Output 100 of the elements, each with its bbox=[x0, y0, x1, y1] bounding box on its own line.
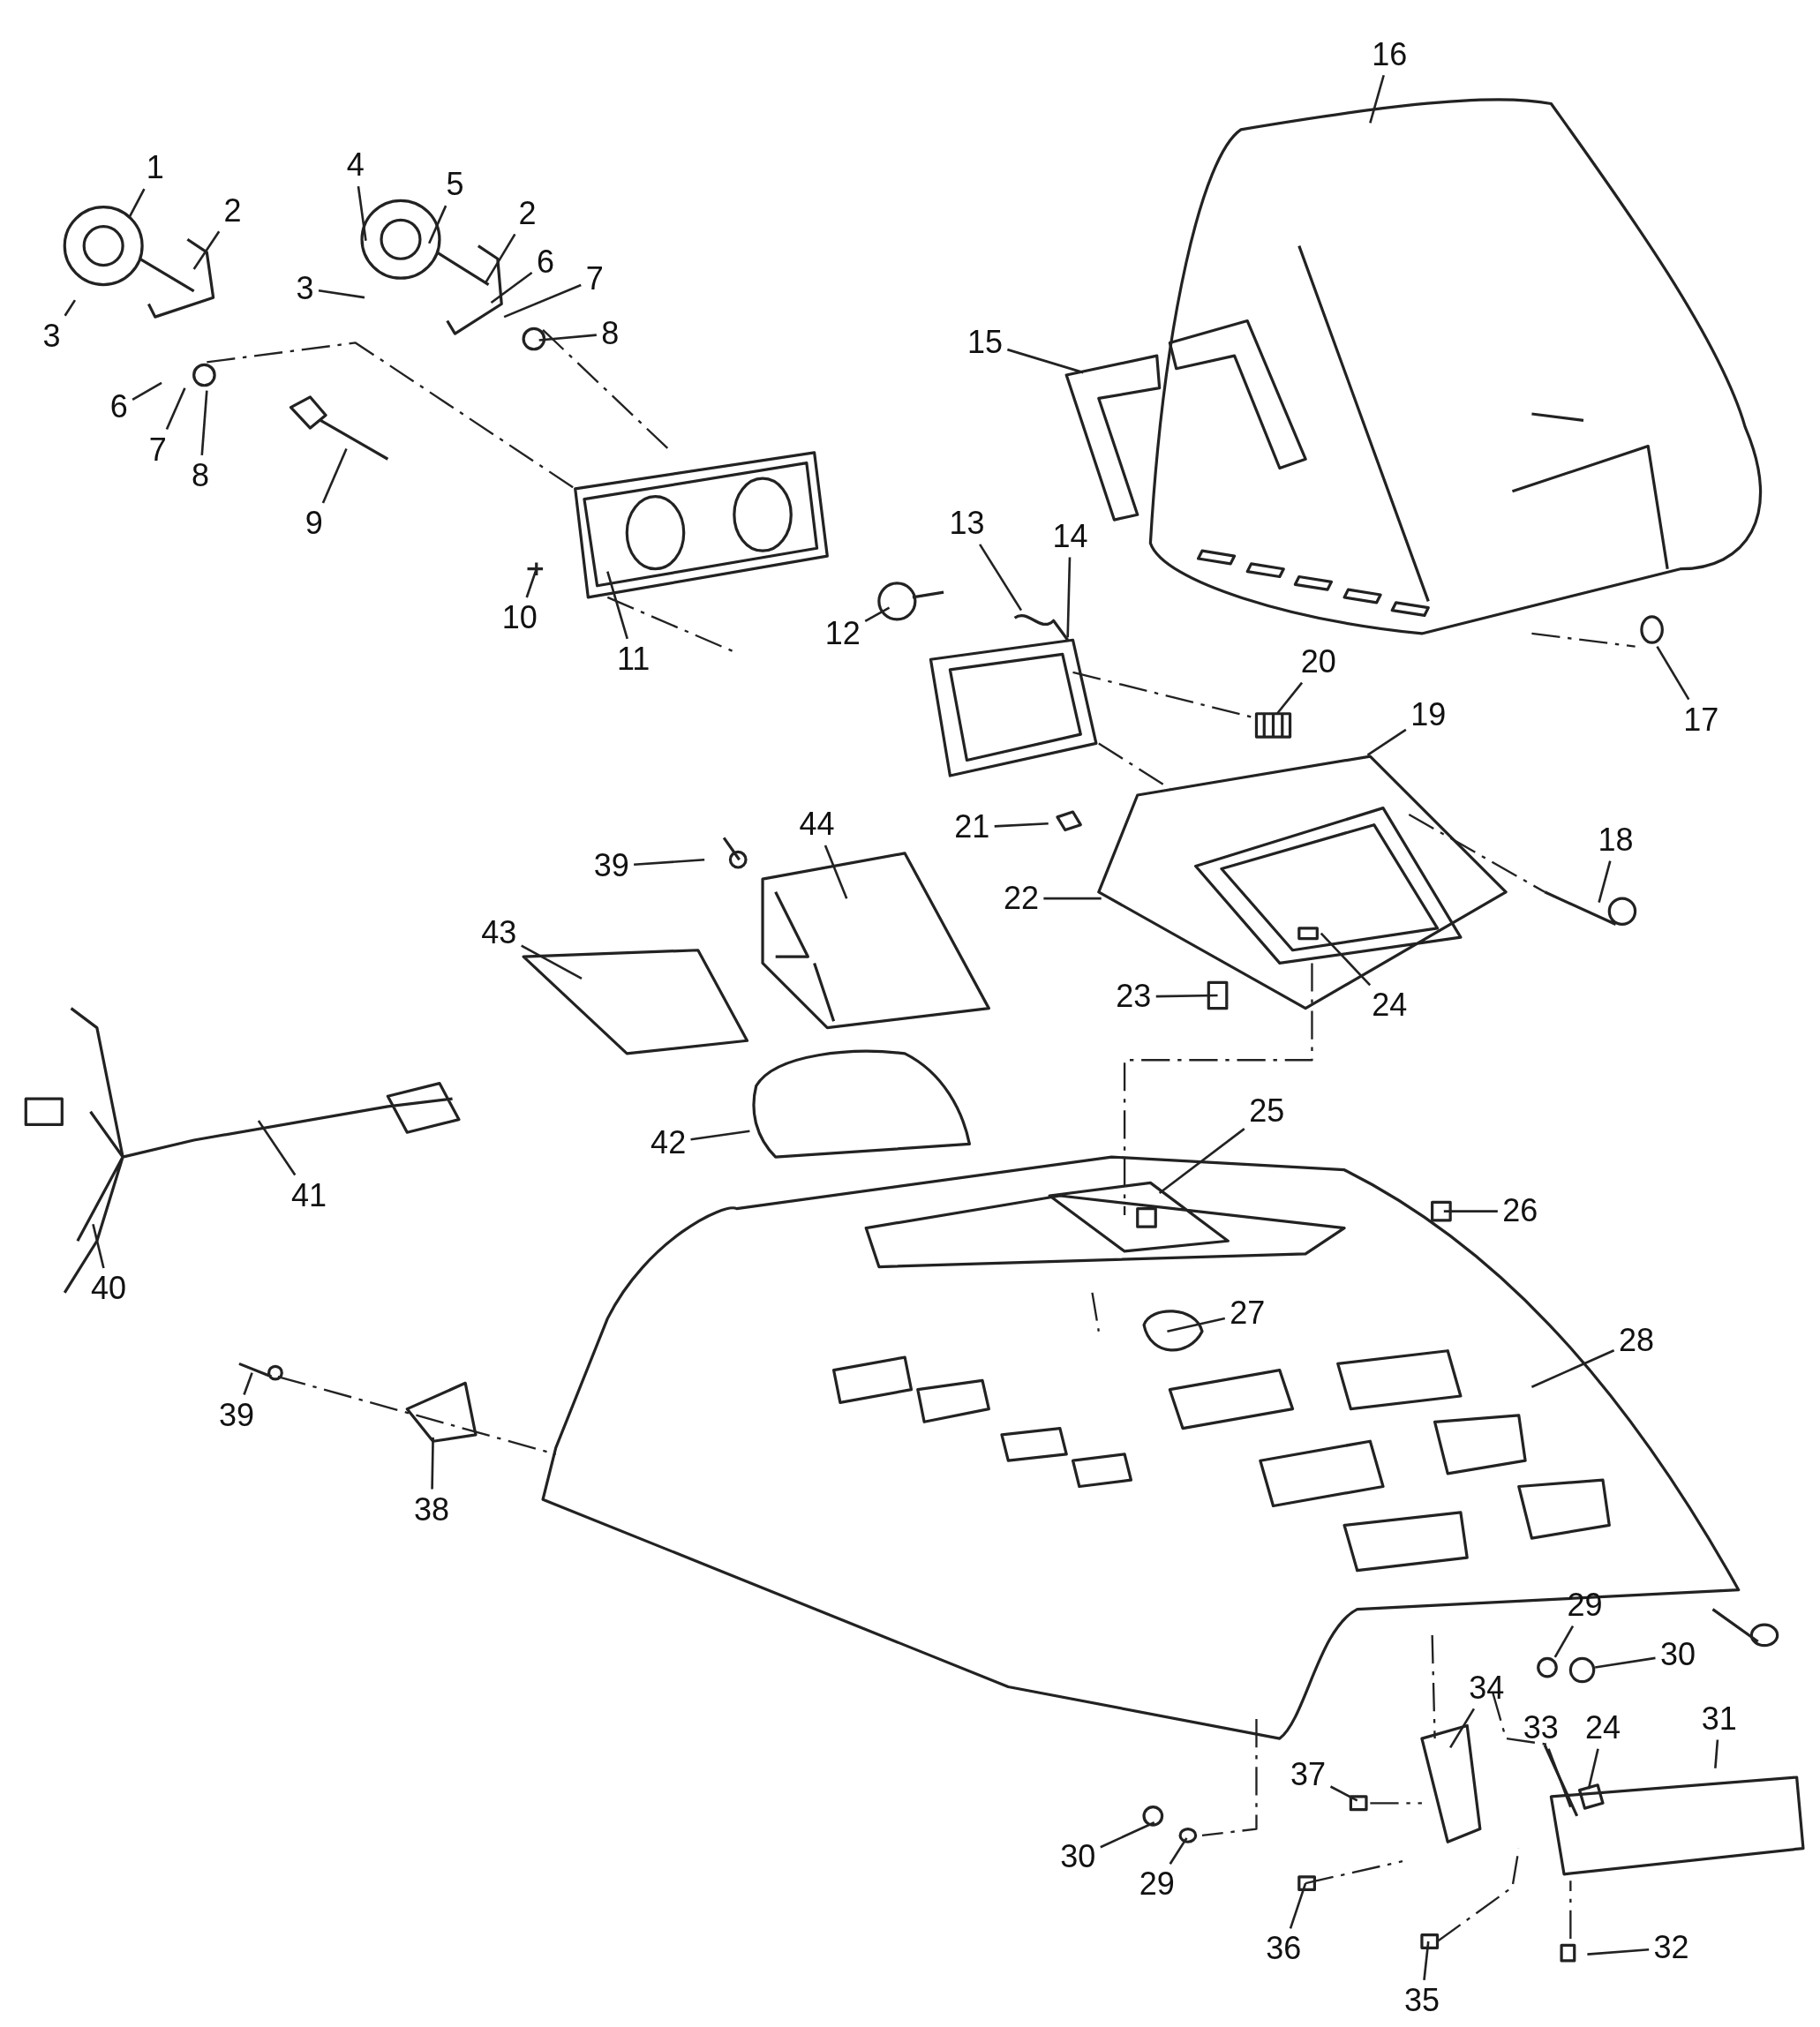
leader-line bbox=[128, 188, 146, 218]
callout-number: 3 bbox=[41, 319, 62, 353]
callout-number: 7 bbox=[584, 262, 605, 297]
callout-number: 42 bbox=[650, 1125, 688, 1160]
callout-number: 43 bbox=[480, 916, 518, 950]
callout-number: 17 bbox=[1682, 702, 1720, 737]
callout-number: 11 bbox=[615, 642, 651, 676]
leader-line bbox=[490, 271, 533, 304]
callout-number: 27 bbox=[1229, 1295, 1267, 1330]
leader-line bbox=[1594, 1656, 1656, 1669]
leader-line bbox=[1530, 1349, 1615, 1388]
callout-number: 40 bbox=[90, 1272, 128, 1306]
callout-number: 37 bbox=[1290, 1757, 1327, 1791]
leader-line bbox=[1598, 860, 1612, 903]
callout-number: 10 bbox=[500, 601, 538, 634]
callout-number: 5 bbox=[445, 168, 465, 202]
leader-line bbox=[634, 858, 705, 867]
leader-line bbox=[1100, 1821, 1155, 1849]
callout-number: 36 bbox=[1265, 1932, 1303, 1966]
callout-number: 38 bbox=[413, 1492, 451, 1527]
callout-number: 6 bbox=[536, 245, 555, 280]
callout-number: 24 bbox=[1371, 988, 1409, 1023]
callout-number: 2 bbox=[222, 193, 243, 228]
leader-line bbox=[979, 544, 1023, 612]
callout-number: 15 bbox=[966, 326, 1004, 360]
leader-line bbox=[1547, 1748, 1572, 1808]
leader-line bbox=[192, 230, 221, 270]
leader-line bbox=[538, 334, 597, 342]
callout-number: 4 bbox=[345, 148, 365, 183]
leader-line bbox=[132, 381, 162, 401]
callout-number: 2 bbox=[517, 196, 538, 230]
callout-number: 33 bbox=[1522, 1711, 1560, 1745]
leader-line bbox=[525, 568, 538, 598]
leader-line bbox=[165, 387, 186, 431]
callout-number: 12 bbox=[824, 616, 861, 650]
leader-line bbox=[92, 1223, 105, 1269]
leader-line bbox=[1275, 681, 1304, 715]
leader-line bbox=[243, 1372, 253, 1395]
leader-line bbox=[1366, 728, 1407, 756]
callout-number: 39 bbox=[218, 1398, 255, 1432]
leader-line bbox=[318, 289, 365, 299]
callout-number: 30 bbox=[1059, 1840, 1097, 1874]
leader-line bbox=[1006, 348, 1084, 374]
leader-line bbox=[1449, 1708, 1476, 1748]
callout-number: 25 bbox=[1248, 1094, 1286, 1129]
leader-line bbox=[1329, 1785, 1358, 1802]
leader-line bbox=[1158, 1128, 1245, 1195]
callout-number: 30 bbox=[1658, 1637, 1696, 1671]
leader-line bbox=[824, 845, 848, 899]
callout-number: 18 bbox=[1597, 822, 1635, 857]
callout-number: 6 bbox=[109, 390, 129, 424]
callout-number: 19 bbox=[1410, 697, 1448, 732]
callout-number: 39 bbox=[592, 849, 630, 883]
leader-line bbox=[1169, 1837, 1188, 1865]
leader-line bbox=[428, 205, 447, 244]
callout-number: 1 bbox=[145, 151, 165, 185]
leader-line bbox=[606, 571, 628, 640]
callout-number: 9 bbox=[304, 507, 324, 541]
callout-number: 23 bbox=[1115, 980, 1153, 1014]
leader-line bbox=[1289, 1882, 1307, 1929]
callout-number: 3 bbox=[295, 271, 315, 305]
callout-number: 32 bbox=[1652, 1931, 1690, 1964]
leader-line bbox=[1423, 1941, 1430, 1981]
callout-number: 8 bbox=[600, 316, 620, 350]
callout-number: 34 bbox=[1468, 1670, 1506, 1705]
leader-line bbox=[690, 1130, 750, 1141]
leader-line bbox=[485, 233, 516, 283]
leader-line bbox=[1155, 994, 1218, 998]
callout-number: 16 bbox=[1371, 37, 1409, 71]
callout-number: 31 bbox=[1700, 1701, 1738, 1736]
leader-line bbox=[1587, 1948, 1650, 1956]
callout-number: 14 bbox=[1051, 519, 1089, 553]
leader-line bbox=[1443, 1210, 1498, 1212]
leader-line bbox=[503, 283, 582, 319]
leader-line bbox=[64, 299, 77, 317]
callout-number: 24 bbox=[1583, 1711, 1621, 1745]
callout-number: 22 bbox=[1002, 881, 1040, 915]
leader-line bbox=[994, 822, 1049, 828]
leader-line bbox=[1066, 557, 1072, 638]
leader-line bbox=[200, 390, 208, 455]
leader-line bbox=[1656, 645, 1690, 701]
leader-line bbox=[1553, 1625, 1575, 1658]
callout-number: 20 bbox=[1299, 644, 1337, 679]
callout-number: 8 bbox=[190, 458, 210, 492]
callout-number: 41 bbox=[290, 1178, 327, 1212]
callout-number: 35 bbox=[1403, 1984, 1440, 2017]
leader-line bbox=[357, 186, 367, 241]
leader-line bbox=[1320, 932, 1372, 987]
callout-number: 21 bbox=[953, 810, 991, 845]
callout-number: 44 bbox=[798, 807, 836, 842]
leader-line bbox=[257, 1120, 297, 1176]
leader-line bbox=[1714, 1739, 1719, 1768]
callout-number: 29 bbox=[1138, 1867, 1176, 1902]
leader-line bbox=[1369, 74, 1385, 124]
callout-number: 26 bbox=[1501, 1194, 1539, 1228]
leader-line bbox=[431, 1437, 434, 1490]
callout-number: 28 bbox=[1618, 1323, 1656, 1357]
leader-line bbox=[1043, 897, 1102, 900]
leader-line bbox=[1587, 1748, 1599, 1790]
callout-number: 13 bbox=[948, 507, 986, 541]
